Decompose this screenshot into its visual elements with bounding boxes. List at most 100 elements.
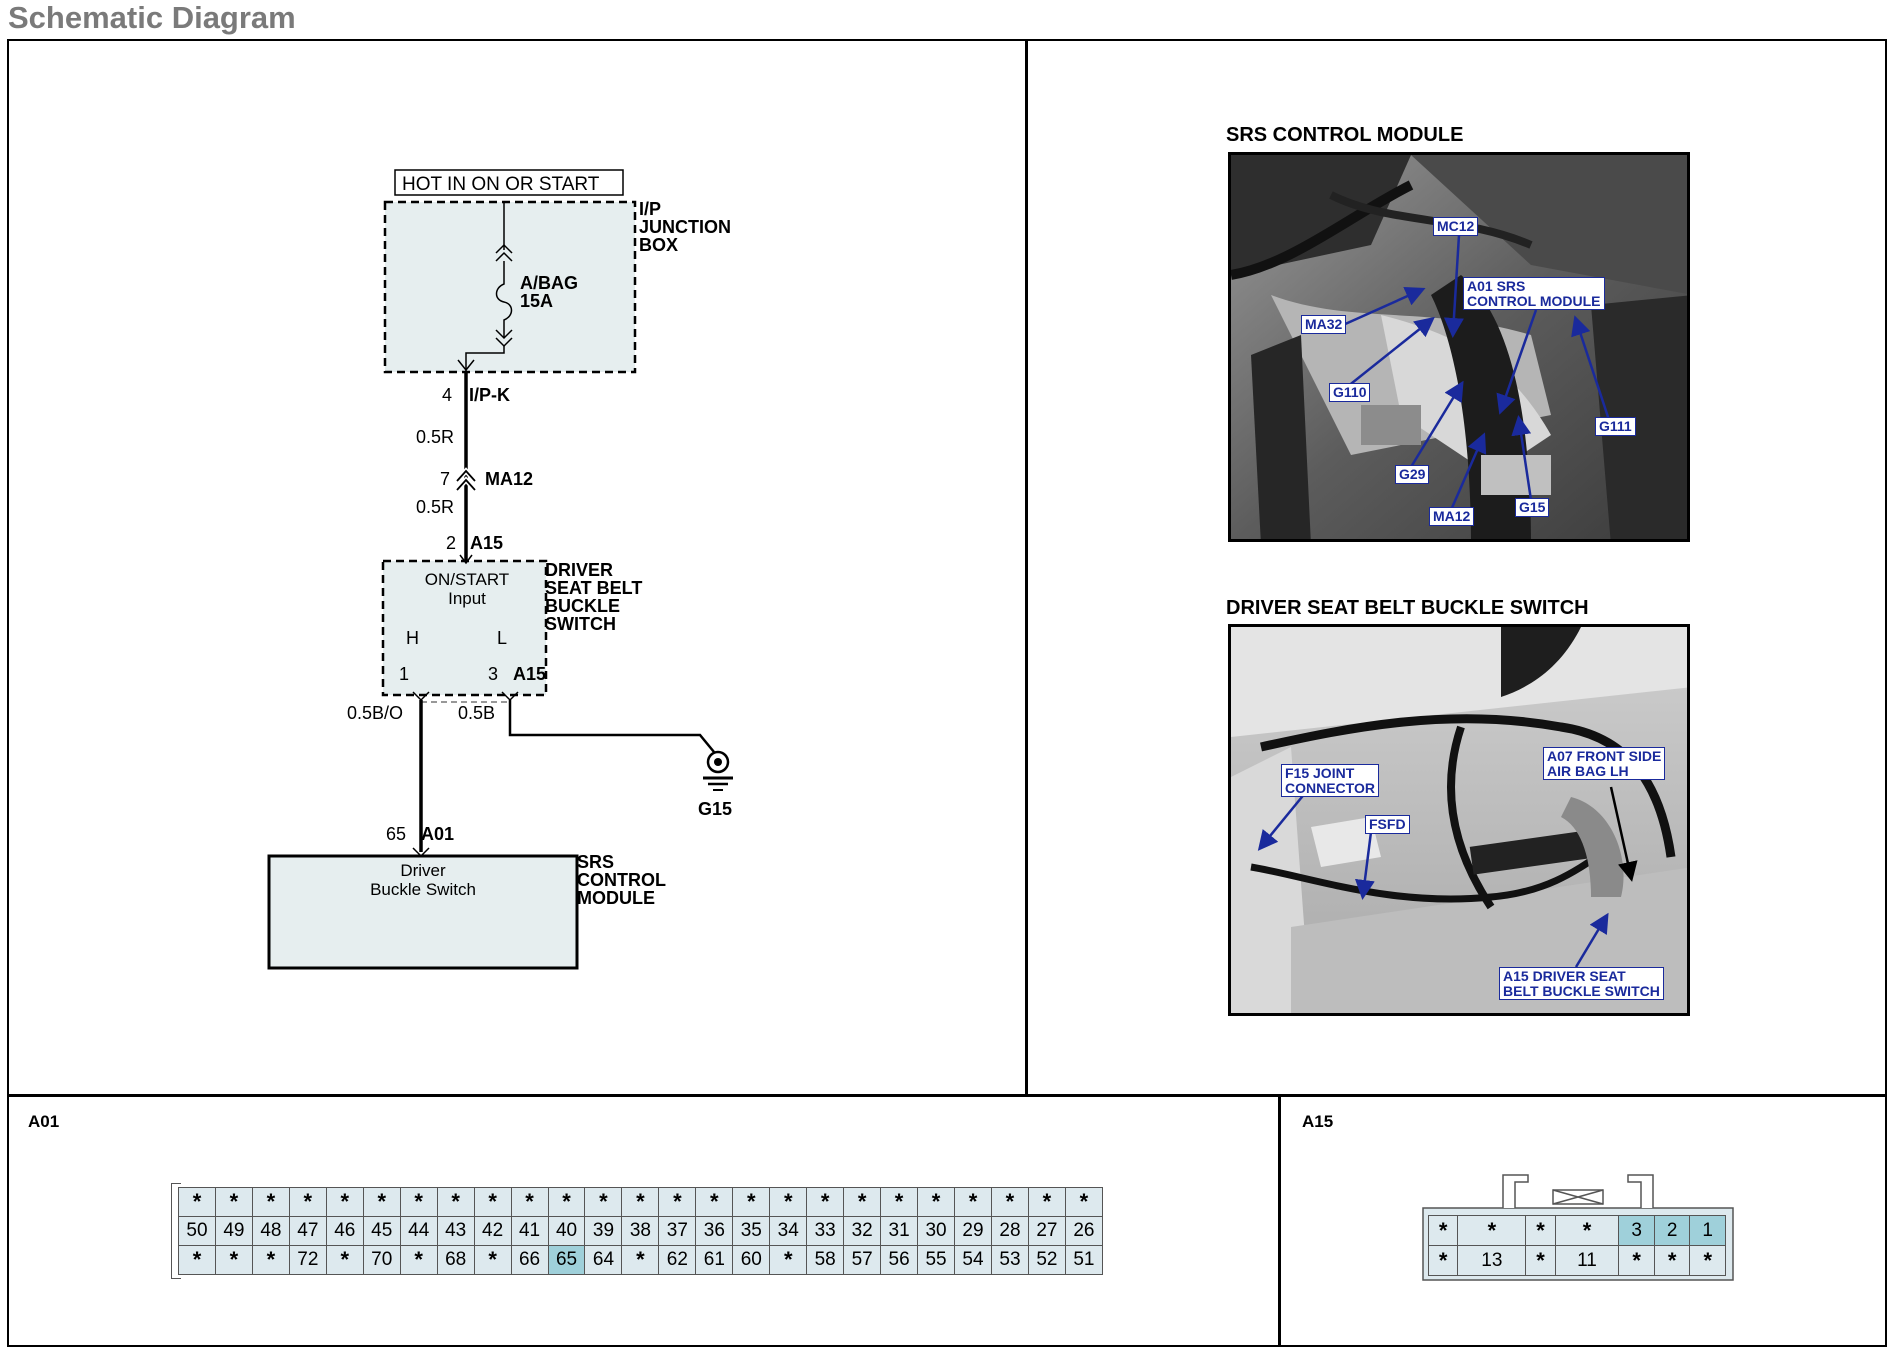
a01-pin-cell: * — [325, 1187, 364, 1217]
a01-pin-cell: 30 — [917, 1216, 956, 1246]
wire-0.5b-label: 0.5B — [458, 703, 496, 723]
a01-pin-cell: 34 — [769, 1216, 808, 1246]
a01-pin-cell: * — [547, 1187, 586, 1217]
pin-65-label: 65 — [386, 824, 407, 844]
a01-pin-cell: 70 — [362, 1245, 401, 1275]
a15-connector-panel — [1278, 1094, 1887, 1347]
buckle-arrows — [1257, 786, 1638, 968]
wire-0.5r-label-a: 0.5R — [416, 427, 455, 447]
a01-pin-cell: 58 — [806, 1245, 845, 1275]
a01-pin-cell: 54 — [954, 1245, 992, 1275]
a01-pin-cell: * — [732, 1187, 771, 1217]
a01-pin-cell: 49 — [214, 1216, 253, 1246]
a01-pin-cell: 65 — [547, 1245, 586, 1275]
a15-connector-label-top: A15 — [470, 533, 504, 553]
a07-front-side-airbag-tag: A07 FRONT SIDE AIR BAG LH — [1543, 747, 1666, 781]
a01-pin-cell: 27 — [1027, 1216, 1066, 1246]
a01-pin-cell: * — [621, 1187, 660, 1217]
pin-3-label: 3 — [488, 664, 499, 684]
a01-pin-cell: * — [1027, 1187, 1066, 1217]
a01-pin-cell: * — [473, 1187, 512, 1217]
schematic-diagram — [267, 169, 733, 970]
a01-pin-cell: 50 — [178, 1216, 216, 1246]
a15-pin-cell: 3 — [1618, 1215, 1655, 1246]
a01-pin-cell: 68 — [436, 1245, 475, 1275]
a01-pin-cell: 29 — [954, 1216, 992, 1246]
a01-srs-module-tag: A01 SRS CONTROL MODULE — [1463, 277, 1605, 311]
a01-pin-cell: 38 — [621, 1216, 660, 1246]
a01-pin-cell: 39 — [584, 1216, 623, 1246]
a01-pin-cell: 72 — [288, 1245, 327, 1275]
a01-pin-cell: 32 — [843, 1216, 882, 1246]
a01-pin-cell: 66 — [510, 1245, 549, 1275]
a01-pin-cell: * — [695, 1187, 734, 1217]
a01-pin-cell: 35 — [732, 1216, 771, 1246]
a01-pin-cell: 28 — [990, 1216, 1029, 1246]
junction-output-arrow — [457, 359, 475, 372]
a15-pin-cell: 1 — [1689, 1215, 1726, 1246]
a01-pin-cell: 61 — [695, 1245, 734, 1275]
buckle-photo: F15 JOINT CONNECTOR A07 FRONT SIDE AIR B… — [1228, 624, 1690, 1016]
a01-pin-cell: 26 — [1064, 1216, 1104, 1246]
a01-connector-tab — [171, 1183, 181, 1279]
a01-pin-cell: 52 — [1027, 1245, 1066, 1275]
a01-pin-cell: 45 — [362, 1216, 401, 1246]
ma12-connector-icon — [456, 469, 476, 491]
a01-pin-cell: * — [251, 1245, 290, 1275]
a01-pin-cell: * — [178, 1245, 216, 1275]
schematic-panel — [7, 39, 1028, 1097]
mc12-tag: MC12 — [1433, 217, 1479, 236]
a15-pin-cell: 2 — [1653, 1215, 1691, 1246]
ma32-tag: MA32 — [1301, 315, 1347, 334]
junction-box-label: I/P JUNCTION BOX — [639, 199, 732, 255]
a15-pin-cell: * — [1689, 1245, 1726, 1276]
a15-pin-row: *13*11*** — [1427, 1245, 1726, 1276]
a01-pin-cell: * — [584, 1187, 623, 1217]
a01-pin-cell: * — [436, 1187, 475, 1217]
fuse-label: A/BAG 15A — [520, 273, 578, 311]
a15-pin-cell: 13 — [1457, 1245, 1527, 1276]
srs-module-box — [267, 854, 579, 970]
ground-icon — [703, 750, 733, 791]
f15-joint-connector-tag: F15 JOINT CONNECTOR — [1281, 764, 1379, 798]
ma12-connector-label: MA12 — [485, 469, 534, 489]
a01-pin-cell: * — [178, 1187, 216, 1217]
a01-pin-cell: 55 — [917, 1245, 956, 1275]
wire-0.5b-o-label: 0.5B/O — [347, 703, 404, 723]
a01-connector-label: A01 — [421, 824, 455, 844]
a01-pin-cell: 57 — [843, 1245, 882, 1275]
a01-pin-cell: * — [769, 1187, 808, 1217]
srs-photo-title: SRS CONTROL MODULE — [1226, 124, 1464, 146]
srs-arrows — [1342, 234, 1611, 511]
fuse-output-wire — [465, 346, 505, 372]
srs-photo: MC12 A01 SRS CONTROL MODULE MA32 G110 G1… — [1228, 152, 1690, 542]
a15-pin-cell: * — [1525, 1245, 1556, 1276]
wire-0.5b — [508, 700, 715, 753]
a01-pin-cell: * — [1064, 1187, 1104, 1217]
a15-pin-cell: * — [1427, 1245, 1459, 1276]
wire-0.5r-label-b: 0.5R — [416, 497, 455, 517]
a01-pin-cell: 60 — [732, 1245, 771, 1275]
a15-pin-cell: * — [1618, 1245, 1655, 1276]
a01-pin-cell: * — [251, 1187, 290, 1217]
switch-l-label: L — [497, 628, 508, 648]
a01-pin-cell: 41 — [510, 1216, 549, 1246]
ground-label: G15 — [698, 799, 733, 819]
ma12-tag: MA12 — [1429, 507, 1475, 526]
a01-pin-cell: * — [621, 1245, 660, 1275]
a01-pin-cell: * — [214, 1187, 253, 1217]
a01-pin-cell: * — [954, 1187, 992, 1217]
a01-pin-cell: 56 — [880, 1245, 919, 1275]
switch-inner-label: ON/START Input — [424, 570, 510, 608]
a01-pin-cell: 44 — [399, 1216, 438, 1246]
g110-tag: G110 — [1329, 383, 1371, 402]
module-inner-label: Driver Buckle Switch — [370, 861, 476, 899]
a15-connector-label-bottom: A15 — [513, 664, 547, 684]
pin-7-label: 7 — [440, 469, 451, 489]
a01-pin-cell: * — [658, 1187, 697, 1217]
a15-connector-title: A15 — [1302, 1112, 1334, 1131]
